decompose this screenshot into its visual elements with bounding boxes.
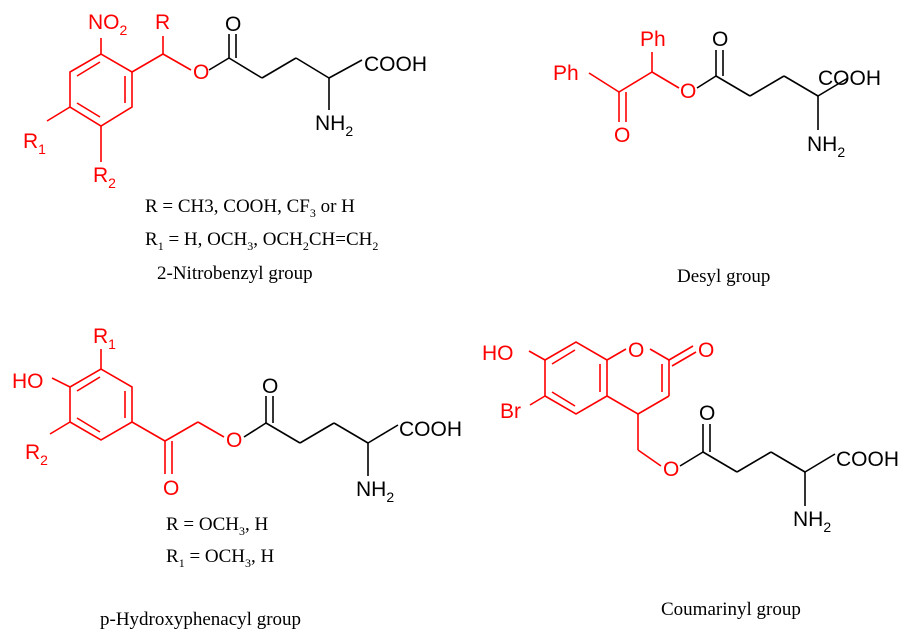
coumarinyl-group-name: Coumarinyl group [661, 599, 801, 620]
nitrobenzyl-atom-labels: NO2 R O R1 R2 O COOH NH2 [23, 11, 427, 191]
hydroxyphenacyl-protecting-group [49, 349, 225, 474]
carbonyl-oxygen-label: O [712, 28, 728, 51]
ester-oxygen-label: O [663, 458, 679, 481]
cooh-label: COOH [818, 67, 881, 90]
carbonyl-oxygen-label: O [262, 375, 278, 398]
hydroxyphenacyl-caption: R = OCH3, H R1 = OCH3, H p-Hydroxyphenac… [100, 514, 301, 630]
r1-label: R1 [23, 130, 46, 157]
amine-label: NH2 [356, 478, 394, 505]
ring-oxygen-label: O [628, 339, 644, 362]
coumarinyl-glutamate [679, 424, 836, 506]
carbonyl-oxygen-label: O [225, 13, 241, 36]
desyl-group-name: Desyl group [677, 266, 770, 287]
r1-label: R1 [93, 325, 116, 352]
hydroxyphenacyl-glutamate [243, 396, 399, 476]
amine-label: NH2 [793, 508, 831, 535]
amine-label: NH2 [807, 133, 845, 160]
desyl-glutamate [696, 50, 849, 130]
ester-oxygen-label: O [193, 61, 209, 84]
nitrobenzyl-r1-definition: R1 = H, OCH3, OCH2CH=CH2 [145, 229, 378, 253]
hydroxyphenacyl-r1-definition: R1 = OCH3, H [166, 546, 275, 570]
ester-oxygen-label: O [226, 429, 242, 452]
nitrobenzyl-structure: NO2 R O R1 R2 O COOH NH2 R = CH3, COOH, … [23, 11, 427, 284]
phenyl-label: Ph [553, 62, 579, 85]
hydroxyphenacyl-atom-labels: R1 HO R2 O O O COOH NH2 [12, 325, 462, 505]
r2-label: R2 [93, 164, 116, 191]
desyl-atom-labels: Ph Ph O O O COOH NH2 [553, 28, 881, 160]
desyl-protecting-group [588, 52, 680, 122]
lactone-oxygen-label: O [698, 339, 714, 362]
hydroxyphenacyl-r-definition: R = OCH3, H [166, 514, 269, 538]
nitrobenzyl-protecting-group [46, 36, 192, 162]
ketone-oxygen-label: O [614, 124, 630, 147]
r2-label: R2 [25, 441, 48, 468]
coumarinyl-structure: HO O O Br O O COOH NH2 Coumarinyl group [482, 339, 899, 620]
ester-oxygen-label: O [680, 80, 696, 103]
coumarinyl-atom-labels: HO O O Br O O COOH NH2 [482, 339, 899, 535]
nitrobenzyl-group-name: 2-Nitrobenzyl group [157, 263, 313, 284]
carbonyl-oxygen-label: O [699, 402, 715, 425]
cooh-label: COOH [836, 448, 899, 471]
hydroxyphenacyl-structure: R1 HO R2 O O O COOH NH2 R = OCH3, H R1 =… [12, 325, 462, 630]
nitrobenzyl-r-definition: R = CH3, COOH, CF3 or H [145, 196, 355, 220]
desyl-structure: Ph Ph O O O COOH NH2 Desyl group [553, 28, 881, 287]
bromine-label: Br [500, 400, 521, 423]
hydroxyphenacyl-group-name: p-Hydroxyphenacyl group [100, 609, 301, 630]
nitrobenzyl-caption: R = CH3, COOH, CF3 or H R1 = H, OCH3, OC… [145, 196, 378, 284]
amine-label: NH2 [315, 112, 353, 139]
nitrobenzyl-glutamate [208, 34, 363, 110]
cooh-label: COOH [364, 53, 427, 76]
nitro-label: NO2 [88, 11, 128, 38]
hydroxyl-label: HO [12, 370, 44, 393]
hydroxyl-label: HO [482, 342, 514, 365]
r-label: R [155, 11, 170, 34]
cooh-label: COOH [399, 418, 462, 441]
ketone-oxygen-label: O [163, 477, 179, 500]
phenyl-label: Ph [640, 28, 666, 51]
coumarinyl-protecting-group [528, 341, 697, 467]
